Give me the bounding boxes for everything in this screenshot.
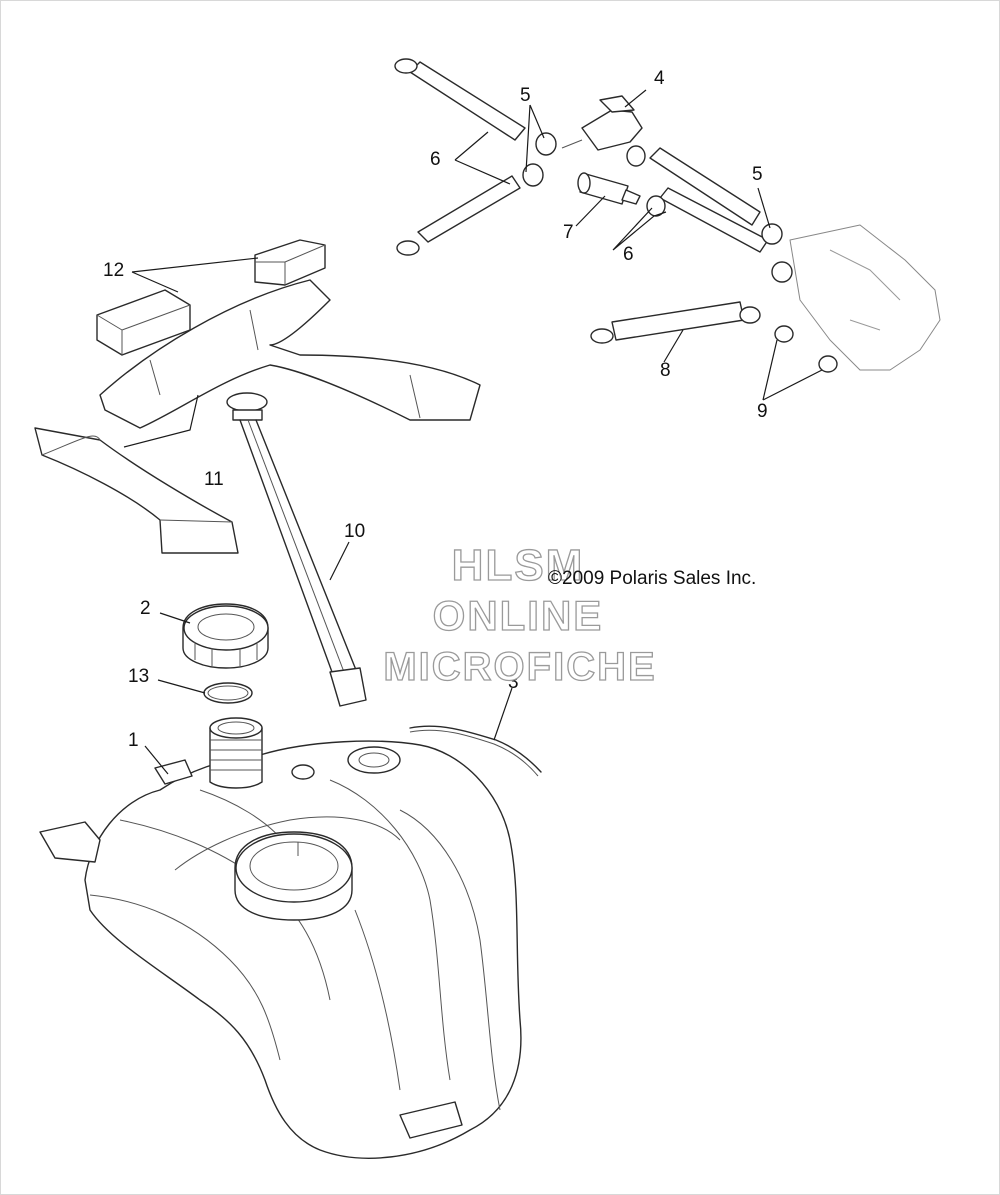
callout-13: 13 — [128, 666, 149, 687]
foam-pads — [34, 279, 481, 554]
callout-12: 12 — [103, 260, 124, 281]
throttle-body-ghost — [789, 224, 941, 371]
foam-blocks — [96, 239, 326, 356]
watermark: HLSM ONLINE MICROFICHE — [383, 540, 656, 689]
o-ring — [203, 682, 253, 704]
fuel-pump — [561, 95, 643, 151]
fuel-cap — [182, 603, 269, 669]
fuel-tank — [39, 717, 522, 1159]
callout-7: 7 — [563, 222, 574, 243]
callout-8: 8 — [660, 360, 671, 381]
watermark-line-2: ONLINE — [433, 592, 604, 639]
leader-lines — [123, 89, 823, 775]
callout-4: 4 — [654, 68, 665, 89]
fuel-filter — [577, 172, 641, 205]
copyright-notice: ©2009 Polaris Sales Inc. — [548, 568, 756, 589]
fuel-line — [409, 725, 542, 777]
callout-6a: 6 — [430, 149, 441, 170]
callout-5a: 5 — [520, 85, 531, 106]
fuel-level-sender — [226, 392, 367, 707]
callout-11: 11 — [204, 469, 224, 490]
callout-2: 2 — [140, 598, 151, 619]
callout-10: 10 — [344, 521, 365, 542]
callout-1: 1 — [128, 730, 139, 751]
watermark-line-1: HLSM — [452, 541, 585, 590]
callout-5b: 5 — [752, 164, 763, 185]
callout-9: 9 — [757, 401, 768, 422]
watermark-line-3: MICROFICHE — [383, 645, 656, 689]
callout-6b: 6 — [623, 244, 634, 265]
callout-labels: 1 2 3 4 5 5 6 6 7 8 9 10 11 12 13 — [103, 68, 768, 751]
fuel-hoses — [394, 58, 838, 373]
callout-3: 3 — [508, 672, 519, 693]
